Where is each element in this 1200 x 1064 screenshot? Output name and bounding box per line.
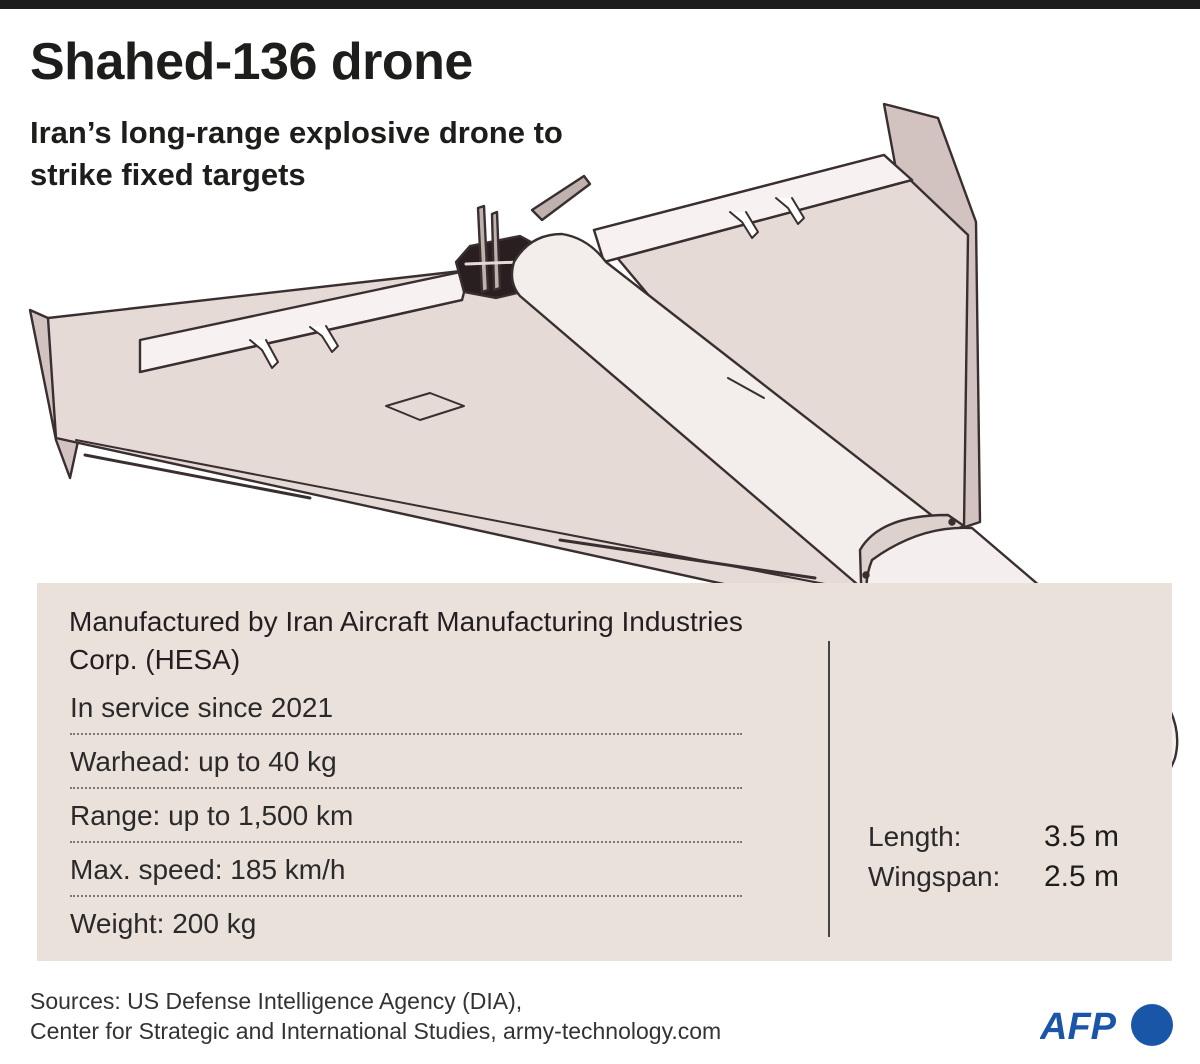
spec-max-speed: Max. speed: 185 km/h (70, 843, 742, 897)
sources-line-1: Sources: US Defense Intelligence Agency … (30, 988, 523, 1014)
afp-logo-circle (1131, 1004, 1173, 1046)
wingspan-label: Wingspan: (868, 861, 1001, 892)
afp-logo: AFP (1040, 1004, 1173, 1048)
wingspan-value: 2.5 m (1044, 860, 1120, 893)
propeller (530, 174, 592, 222)
spec-list: In service since 2021 Warhead: up to 40 … (70, 681, 742, 951)
length-row: Length: 3.5 m (868, 817, 1158, 857)
spec-range: Range: up to 1,500 km (70, 789, 742, 843)
sources-line-2: Center for Strategic and International S… (30, 1018, 722, 1044)
wingspan-row: Wingspan: 2.5 m (868, 857, 1158, 897)
spec-weight: Weight: 200 kg (70, 908, 257, 939)
info-panel: Manufactured by Iran Aircraft Manufactur… (37, 583, 1172, 961)
top-rule (0, 0, 1200, 9)
spec-warhead: Warhead: up to 40 kg (70, 735, 742, 789)
page-title: Shahed-136 drone (30, 33, 473, 91)
manufacturer-text: Manufactured by Iran Aircraft Manufactur… (69, 606, 743, 675)
page-subtitle: Iran’s long-range explosive drone to str… (30, 115, 563, 192)
wing-hatch (385, 392, 465, 421)
fuselage (510, 232, 950, 592)
afp-logo-text: AFP (1040, 1006, 1117, 1048)
length-label: Length: (868, 821, 962, 852)
vertical-divider (828, 641, 830, 937)
spec-in-service: In service since 2021 (70, 681, 742, 735)
length-value: 3.5 m (1044, 820, 1120, 853)
sources-text: Sources: US Defense Intelligence Agency … (30, 986, 930, 1046)
dimensions-block: Length: 3.5 m Wingspan: 2.5 m (868, 817, 1158, 897)
